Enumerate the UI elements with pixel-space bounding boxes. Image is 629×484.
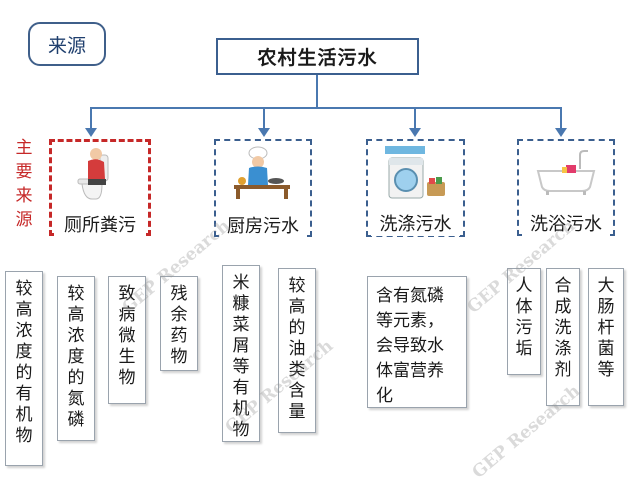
- watermark-4: GEP Research: [468, 381, 585, 483]
- detail-washing-eutrophication: 含有氮磷等元素，会导致水体富营养化: [367, 276, 467, 408]
- source-label-bathing: 洗浴污水: [522, 210, 610, 236]
- bathtub-icon: [535, 148, 597, 196]
- detail-toilet-drug-residue: 残余药物: [160, 276, 198, 371]
- diagram-title: 农村生活污水: [216, 38, 419, 75]
- source-tag: 来源: [28, 22, 106, 66]
- branch-drop-4: [560, 107, 562, 129]
- detail-toilet-nitrogen-phosphorus: 较高浓度的氮磷: [57, 276, 95, 441]
- source-label-toilet: 厕所粪污: [54, 211, 146, 237]
- toilet-person-icon: [72, 144, 127, 202]
- arrow-head-2: [258, 128, 270, 137]
- arrow-head-1: [85, 128, 97, 137]
- detail-toilet-organic: 较高浓度的有机物: [5, 271, 43, 466]
- arrow-head-3: [409, 128, 421, 137]
- detail-bathing-detergent: 合成洗涤剂: [546, 268, 580, 406]
- detail-toilet-pathogens: 致病微生物: [108, 276, 146, 404]
- title-stem-line: [316, 75, 318, 108]
- main-source-label: 主 要 来 源: [15, 138, 33, 230]
- source-label-kitchen: 厨房污水: [219, 212, 307, 238]
- detail-bathing-body-dirt: 人体污垢: [507, 268, 541, 375]
- washing-machine-icon: [381, 143, 451, 203]
- branch-line: [90, 107, 562, 109]
- detail-kitchen-oil: 较高的油类含量: [278, 268, 316, 433]
- branch-drop-1: [90, 107, 92, 129]
- source-label-washing: 洗涤污水: [371, 210, 460, 236]
- detail-kitchen-organic: 米糠菜屑等有机物: [222, 265, 260, 442]
- detail-bathing-coliform: 大肠杆菌等: [588, 268, 624, 406]
- chef-cooking-icon: [228, 144, 296, 202]
- arrow-head-4: [555, 128, 567, 137]
- branch-drop-3: [414, 107, 416, 129]
- branch-drop-2: [263, 107, 265, 129]
